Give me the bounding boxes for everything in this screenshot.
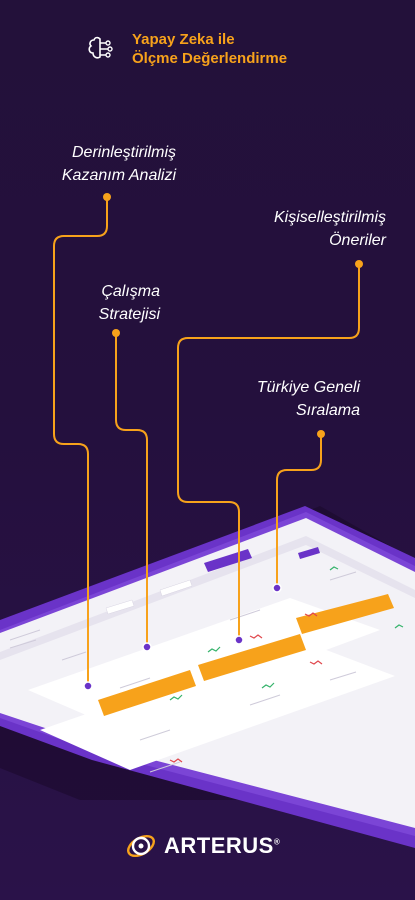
callout-kazanim-line1: Derinleştirilmiş bbox=[71, 144, 176, 161]
app-header: Yapay Zeka ile Ölçme Değerlendirme bbox=[86, 30, 287, 68]
brand-registered-mark: ® bbox=[273, 837, 281, 847]
callout-strateji-line1: Çalışma bbox=[101, 283, 160, 300]
arterus-logo-icon bbox=[127, 834, 155, 858]
recommendation-pill[interactable] bbox=[98, 670, 196, 716]
callout-strateji-line2: Stratejisi bbox=[98, 306, 160, 323]
brand-footer: ARTERUS® bbox=[124, 829, 280, 863]
recommendation-pill[interactable] bbox=[198, 634, 306, 681]
callout-oneriler-line2: Öneriler bbox=[329, 232, 386, 249]
callout-calisma-stratejisi: Çalışma Stratejisi bbox=[60, 280, 160, 326]
brand-name-text: ARTERUS bbox=[164, 833, 274, 858]
header-title-line1: Yapay Zeka ile bbox=[132, 31, 235, 48]
header-title-line2: Ölçme Değerlendirme bbox=[132, 50, 288, 67]
brain-circuit-icon bbox=[88, 36, 113, 59]
callout-kazanim-line2: Kazanım Analizi bbox=[61, 167, 176, 184]
brand-name: ARTERUS® bbox=[164, 833, 280, 859]
results-card bbox=[40, 640, 395, 770]
callout-oneriler-line1: Kişiselleştirilmiş bbox=[273, 209, 386, 226]
callout-kazanim-analizi: Derinleştirilmiş Kazanım Analizi bbox=[30, 141, 176, 187]
callout-oneriler: Kişiselleştirilmiş Öneriler bbox=[236, 206, 386, 252]
